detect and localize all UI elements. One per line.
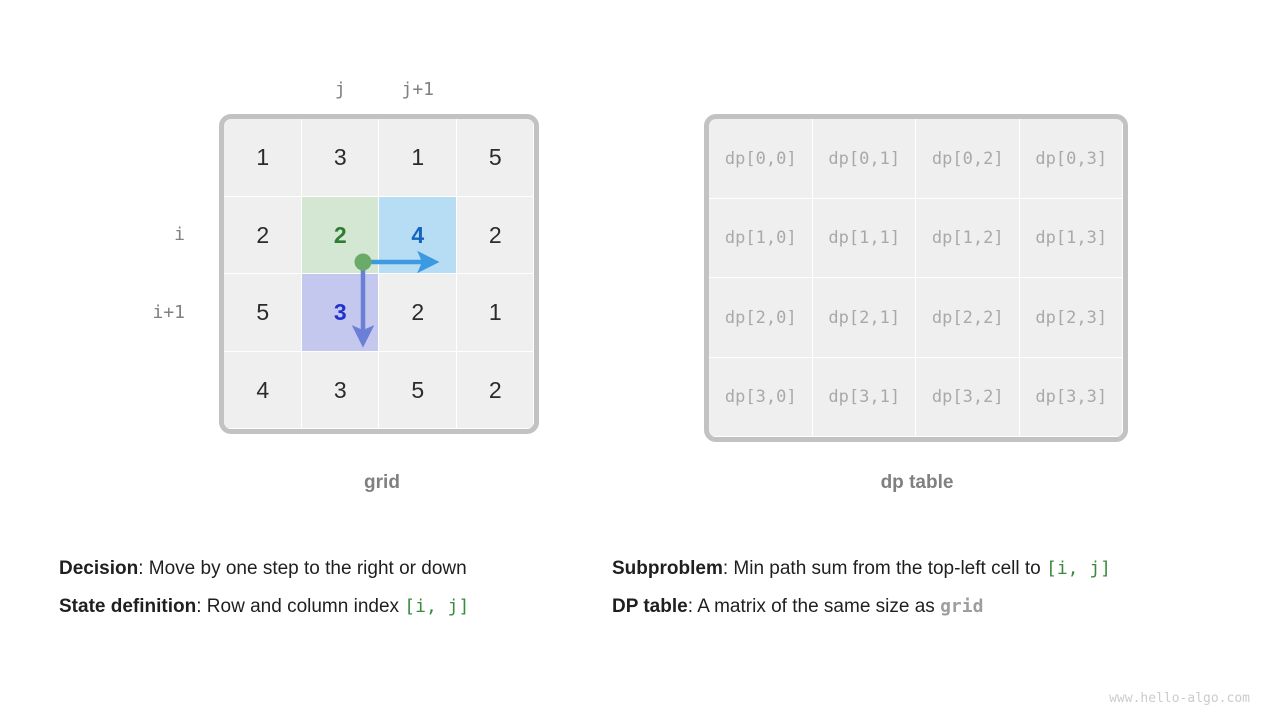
grid-cell-0-0: 1: [224, 119, 302, 197]
grid-cell-0-1: 3: [301, 119, 379, 197]
left-legend-text-0: Move by one step to the right or down: [148, 558, 467, 579]
dp-matrix: dp[0,0]dp[0,1]dp[0,2]dp[0,3]dp[1,0]dp[1,…: [704, 114, 1128, 442]
right-legend-separator-1: :: [687, 596, 698, 617]
grid-row-label-i: i: [174, 224, 185, 246]
grid-col-label-j+1: j+1: [401, 79, 434, 100]
grid-cell-0-3: 5: [456, 119, 534, 197]
dp-cell-3-3: dp[3,3]: [1019, 357, 1123, 437]
grid-cell-3-0: 4: [224, 351, 302, 429]
dp-cell-0-0: dp[0,0]: [709, 119, 813, 199]
dp-cell-0-3: dp[0,3]: [1019, 119, 1123, 199]
right-legend-text-1: A matrix of the same size as: [697, 596, 941, 617]
dp-cell-1-1: dp[1,1]: [812, 198, 916, 278]
grid-row-label-i+1: i+1: [152, 301, 185, 323]
dp-cell-1-2: dp[1,2]: [916, 198, 1020, 278]
dp-cell-3-1: dp[3,1]: [812, 357, 916, 437]
right-legend-code-0: [i, j]: [1045, 558, 1112, 579]
dp-cell-1-3: dp[1,3]: [1019, 198, 1123, 278]
grid-cell-1-2: 4: [379, 196, 457, 274]
dp-table-figure: dp[0,0]dp[0,1]dp[0,2]dp[0,3]dp[1,0]dp[1,…: [704, 114, 1128, 442]
dp-cell-3-2: dp[3,2]: [916, 357, 1020, 437]
right-legend-line-1: DP table: A matrix of the same size as g…: [612, 596, 1111, 618]
grid-cell-2-0: 5: [224, 274, 302, 352]
dp-cell-0-1: dp[0,1]: [812, 119, 916, 199]
right-legend-text-0: Min path sum from the top-left cell to: [733, 558, 1046, 579]
dp-cell-3-0: dp[3,0]: [709, 357, 813, 437]
left-legend-text-1: Row and column index: [206, 596, 405, 617]
dp-cell-2-0: dp[2,0]: [709, 278, 813, 358]
dp-cell-2-1: dp[2,1]: [812, 278, 916, 358]
left-legend-separator-0: :: [138, 558, 149, 579]
left-legend-line-0: Decision: Move by one step to the right …: [59, 558, 469, 580]
grid-cell-2-1: 3: [301, 274, 379, 352]
left-legend-label-1: State definition: [59, 596, 197, 617]
left-legend-line-1: State definition: Row and column index […: [59, 596, 469, 618]
legend-right-column: Subproblem: Min path sum from the top-le…: [612, 558, 1111, 634]
dp-cell-2-3: dp[2,3]: [1019, 278, 1123, 358]
grid-col-label-j: j: [334, 79, 346, 100]
left-legend-code-1: [i, j]: [404, 596, 470, 617]
right-legend-label-0: Subproblem: [612, 558, 723, 579]
grid-cell-2-3: 1: [456, 274, 534, 352]
right-legend-code-1: grid: [940, 596, 984, 617]
grid-cell-0-2: 1: [379, 119, 457, 197]
dp-table-caption: dp table: [880, 472, 954, 493]
right-legend-line-0: Subproblem: Min path sum from the top-le…: [612, 558, 1111, 580]
grid-cell-3-2: 5: [379, 351, 457, 429]
grid-cell-2-2: 2: [379, 274, 457, 352]
right-legend-separator-0: :: [722, 558, 734, 579]
grid-caption: grid: [364, 472, 400, 493]
left-legend-label-0: Decision: [59, 558, 139, 579]
grid-cell-3-1: 3: [301, 351, 379, 429]
dp-cell-0-2: dp[0,2]: [916, 119, 1020, 199]
dp-cell-1-0: dp[1,0]: [709, 198, 813, 278]
legend-left-column: Decision: Move by one step to the right …: [59, 558, 469, 634]
watermark: www.hello-algo.com: [1109, 691, 1250, 706]
grid-cell-3-3: 2: [456, 351, 534, 429]
right-legend-label-1: DP table: [612, 596, 688, 617]
grid-cell-1-0: 2: [224, 196, 302, 274]
left-legend-separator-1: :: [196, 596, 207, 617]
grid-cell-1-1: 2: [301, 196, 379, 274]
dp-cell-2-2: dp[2,2]: [916, 278, 1020, 358]
grid-cell-1-3: 2: [456, 196, 534, 274]
